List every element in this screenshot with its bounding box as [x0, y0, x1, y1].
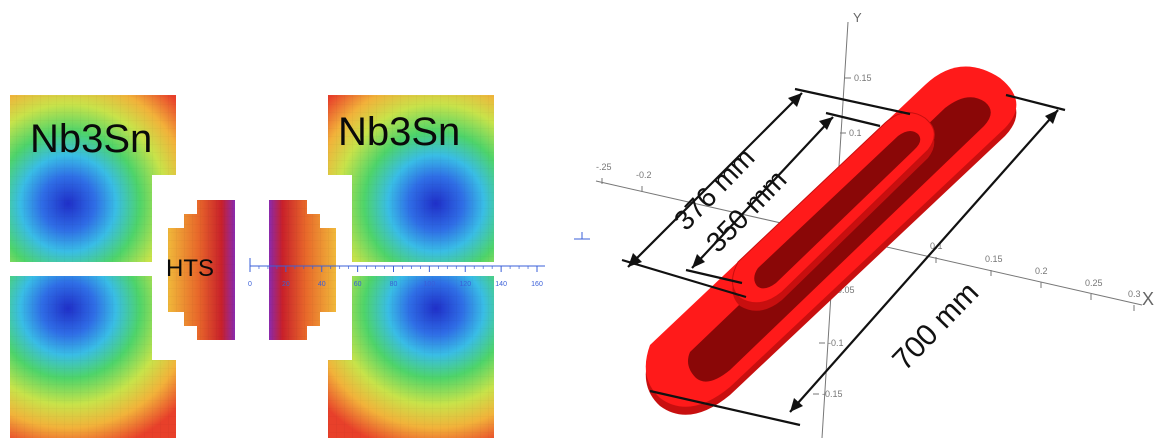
- arrowhead: [788, 93, 802, 107]
- dim-700-ext-top: [1005, 93, 1066, 112]
- x-tick-label: -0.2: [636, 170, 652, 180]
- dim-700-line: [789, 109, 1059, 413]
- x-axis-label: X: [1142, 289, 1154, 309]
- scale-tick-label: 100: [424, 281, 436, 288]
- y-tick-label: -0.1: [828, 338, 844, 348]
- dim-376-line: [627, 92, 803, 268]
- x-tick-label: -.25: [596, 162, 612, 172]
- scale-tick-label: 140: [495, 281, 507, 288]
- y-axis-label: Y: [853, 10, 862, 25]
- scale-tick-label: 160: [531, 281, 543, 288]
- arrowhead: [628, 253, 642, 267]
- scale-tick-label: 20: [282, 281, 290, 288]
- short-racetrack-coil: [732, 112, 935, 311]
- scale-ticks: 0 20 40 60 80 100 120 140 160: [248, 266, 543, 288]
- y-tick-label: 0.15: [854, 73, 872, 83]
- x-tick-label: 0.15: [985, 254, 1003, 264]
- y-tick-label: -0.05: [834, 285, 855, 295]
- dim-376-ext-top: [794, 87, 911, 116]
- dim-700-label: 700 mm: [886, 276, 985, 377]
- dimension-arrowheads: [628, 93, 1058, 412]
- hts-label: HTS: [166, 255, 214, 282]
- nb3sn-left-label: Nb3Sn: [30, 117, 152, 161]
- scale-tick-label: 80: [390, 281, 398, 288]
- scale-tick-label: 0: [248, 281, 252, 288]
- dim-376-ext-bottom: [621, 258, 747, 299]
- mesh-overlay: [10, 276, 176, 438]
- mesh-overlay: [168, 200, 235, 340]
- arrowhead: [819, 117, 833, 130]
- nb3sn-right-label: Nb3Sn: [338, 110, 460, 154]
- dim-350-ext-top: [825, 111, 881, 128]
- field-map: 0 20 40 60 80 100 120 140 160 Nb3Sn Nb3Sn HTS: [10, 95, 545, 438]
- mesh-overlay: [328, 276, 494, 438]
- mesh-overlay: [10, 95, 176, 262]
- arrowhead: [692, 254, 705, 268]
- arrowhead: [790, 398, 803, 412]
- scale-tick-label: 120: [459, 281, 471, 288]
- dim-350-line: [691, 116, 834, 269]
- coil-slot: [754, 130, 921, 289]
- axis-symbol: [574, 232, 590, 240]
- dim-700-ext-bottom: [649, 389, 801, 427]
- x-tick-label: 0.3: [1128, 289, 1141, 299]
- mesh-overlay: [328, 95, 494, 262]
- coil-3d-view: 0.150.10.05-0.05-0.1-0.15 -.25-0.20.10.1…: [595, 10, 1154, 439]
- dim-350-ext-bottom: [685, 268, 743, 285]
- y-tick-label: -0.15: [822, 389, 843, 399]
- dimension-lines: [621, 87, 1066, 427]
- arrowhead: [1045, 110, 1058, 124]
- y-tick-label: 0.1: [849, 128, 862, 138]
- scale-tick-label: 60: [354, 281, 362, 288]
- x-tick-label: 0.2: [1035, 266, 1048, 276]
- x-tick-label: 0.25: [1085, 278, 1103, 288]
- mesh-overlay: [269, 200, 336, 340]
- scale-tick-label: 40: [318, 281, 326, 288]
